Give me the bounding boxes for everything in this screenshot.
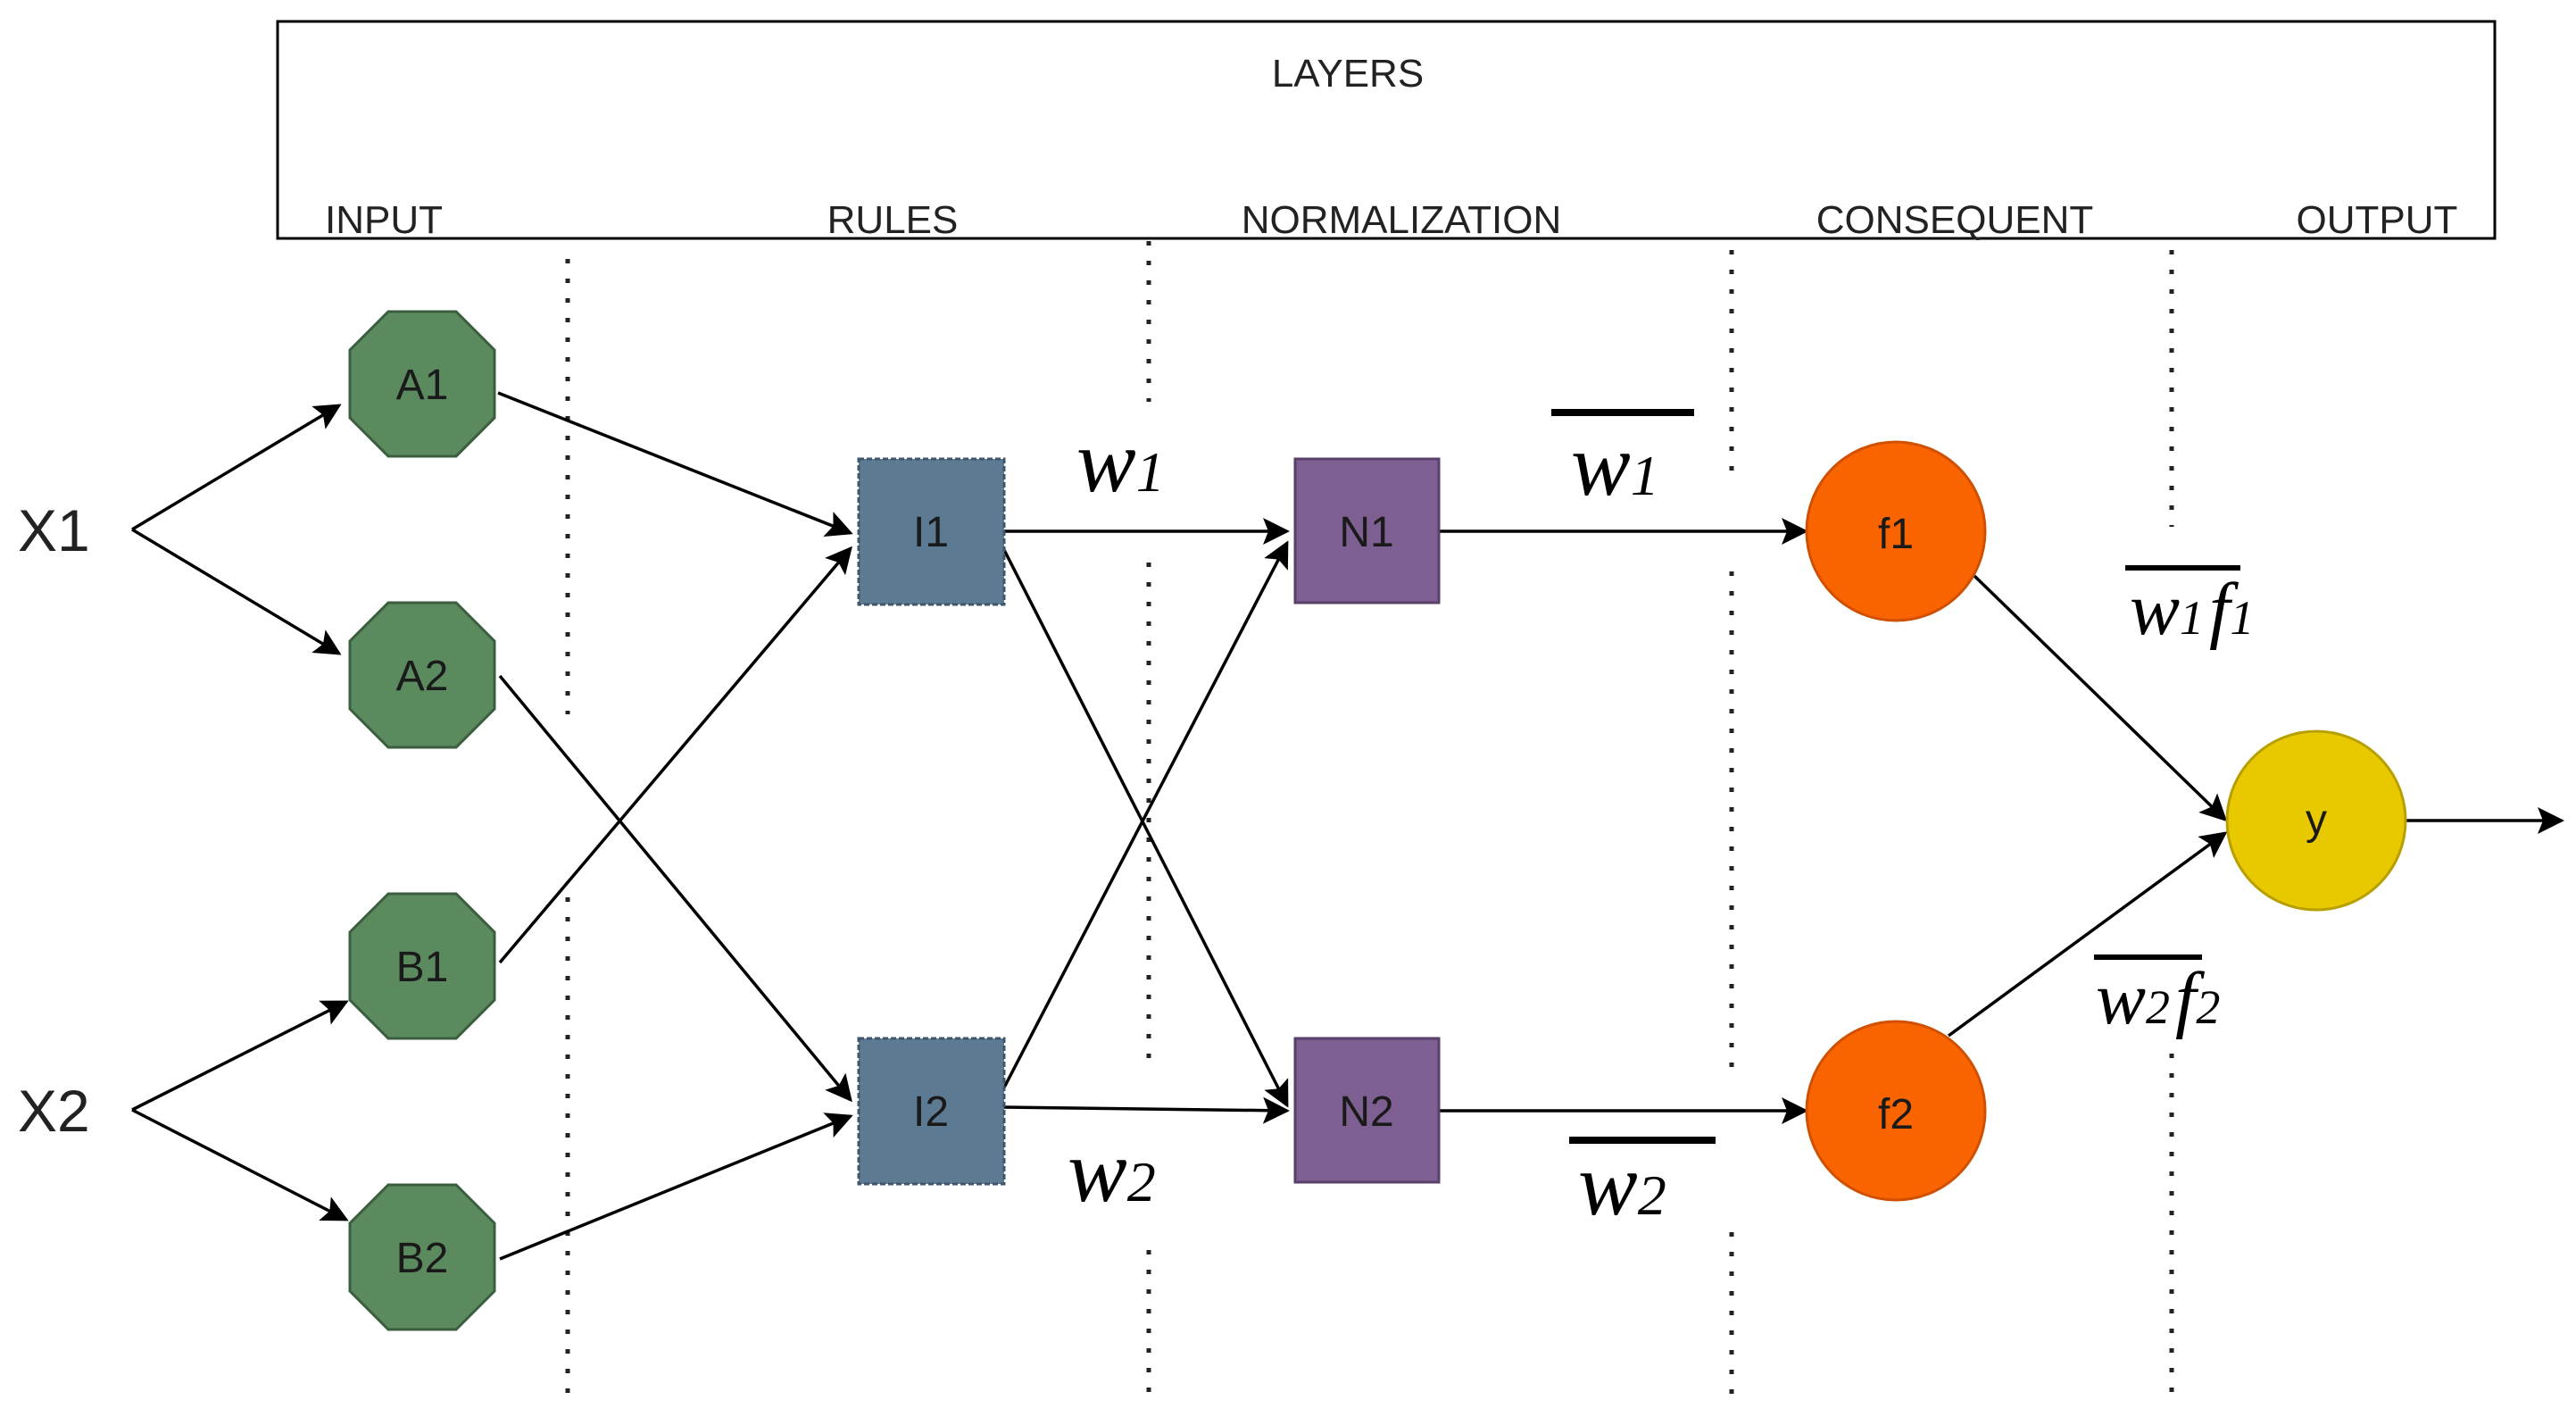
w2-sub: 2 <box>1127 1150 1156 1213</box>
edge-a1-i1 <box>497 391 853 537</box>
w2-base: w <box>1068 1121 1127 1221</box>
consequent-circle <box>1805 1020 1987 1202</box>
edge-f2-y <box>1947 831 2228 1038</box>
consequent-circle <box>1805 440 1987 622</box>
edge-x1-a1 <box>131 404 342 531</box>
w1f1-w: w <box>2130 568 2180 651</box>
consequent-label: f1 <box>1878 511 1914 558</box>
svg-text:w2f2: w2f2 <box>2096 957 2220 1040</box>
label-w1-bar: w1 <box>1551 409 1694 514</box>
octagon-shape <box>348 892 496 1040</box>
edge-b1-i1 <box>498 546 852 964</box>
label-w2: w2 <box>1068 1121 1156 1221</box>
label-w2-bar: w2 <box>1569 1135 1716 1234</box>
edge-i2-n1 <box>1002 540 1289 1088</box>
norm-box <box>1293 1037 1441 1184</box>
layers-header: LAYERS INPUT RULES NORMALIZATION CONSEQU… <box>276 20 2497 242</box>
premise-node-b1: B1 <box>348 892 496 1040</box>
rule-box <box>857 1037 1006 1186</box>
premise-label: A2 <box>396 653 449 700</box>
w1-base: w <box>1076 412 1136 511</box>
w2f2-w: w <box>2096 957 2146 1040</box>
output-label: y <box>2306 796 2327 844</box>
edge-a2-i2 <box>498 674 852 1103</box>
consequent-label: f2 <box>1878 1091 1914 1138</box>
w2bar-sub: 2 <box>1638 1163 1666 1227</box>
layers-header-box <box>276 20 2497 240</box>
rule-label: I1 <box>913 509 949 556</box>
input-x2: X2 <box>18 1078 90 1144</box>
norm-label: N2 <box>1339 1088 1393 1136</box>
svg-text:w2: w2 <box>1578 1135 1666 1234</box>
edge-i1-n2 <box>1000 544 1289 1108</box>
octagon-shape <box>348 601 496 749</box>
output-node-y: y <box>2225 729 2407 912</box>
w2f2-fsub: 2 <box>2196 980 2220 1034</box>
premise-node-b2: B2 <box>348 1183 496 1331</box>
edge-x2-b2 <box>131 1108 349 1221</box>
rule-label: I2 <box>913 1088 949 1136</box>
rule-node-i1: I1 <box>857 457 1006 606</box>
edge-b2-i2 <box>499 1113 853 1261</box>
layer-label-output: OUTPUT <box>2297 198 2458 242</box>
edge-i2-n2 <box>1003 1096 1290 1124</box>
input-x1: X1 <box>18 497 90 563</box>
svg-text:w2: w2 <box>1068 1121 1156 1221</box>
layer-label-rules: RULES <box>827 198 959 242</box>
svg-text:w1f1: w1f1 <box>2130 568 2254 651</box>
premise-label: B1 <box>396 944 449 991</box>
consequent-node-f1: f1 <box>1805 440 1987 622</box>
label-w1: w1 <box>1076 412 1165 511</box>
w2f2-wsub: 2 <box>2146 980 2170 1034</box>
norm-box <box>1293 457 1441 604</box>
w1bar-sub: 1 <box>1631 444 1659 507</box>
connections <box>131 391 2564 1261</box>
consequent-node-f2: f2 <box>1805 1020 1987 1202</box>
label-w2f2: w2f2 <box>2094 954 2220 1040</box>
premise-node-a1: A1 <box>348 310 496 458</box>
label-w1f1: w1f1 <box>2125 565 2254 651</box>
svg-text:w1: w1 <box>1076 412 1165 511</box>
norm-node-n1: N1 <box>1293 457 1441 604</box>
edge-x1-a2 <box>131 528 342 655</box>
layer-label-consequent: CONSEQUENT <box>1816 198 2093 242</box>
edge-x2-b1 <box>131 1000 349 1112</box>
octagon-shape <box>348 1183 496 1331</box>
w1bar-base: w <box>1571 415 1631 514</box>
layer-label-input: INPUT <box>325 198 443 242</box>
layer-separators <box>565 241 2174 1402</box>
norm-node-n2: N2 <box>1293 1037 1441 1184</box>
layers-title: LAYERS <box>1272 52 1424 96</box>
rule-node-i2: I2 <box>857 1037 1006 1186</box>
w2bar-base: w <box>1578 1135 1638 1234</box>
rule-box <box>857 457 1006 606</box>
svg-text:w1: w1 <box>1571 415 1659 514</box>
w1f1-fsub: 1 <box>2230 591 2254 645</box>
premise-label: A1 <box>396 362 449 409</box>
norm-label: N1 <box>1339 509 1393 556</box>
edge-f1-y <box>1973 574 2228 822</box>
premise-label: B2 <box>396 1235 449 1282</box>
w1-sub: 1 <box>1136 440 1165 504</box>
output-circle <box>2225 729 2407 912</box>
layer-label-normalization: NORMALIZATION <box>1242 198 1562 242</box>
w1f1-wsub: 1 <box>2180 591 2204 645</box>
octagon-shape <box>348 310 496 458</box>
premise-node-a2: A2 <box>348 601 496 749</box>
